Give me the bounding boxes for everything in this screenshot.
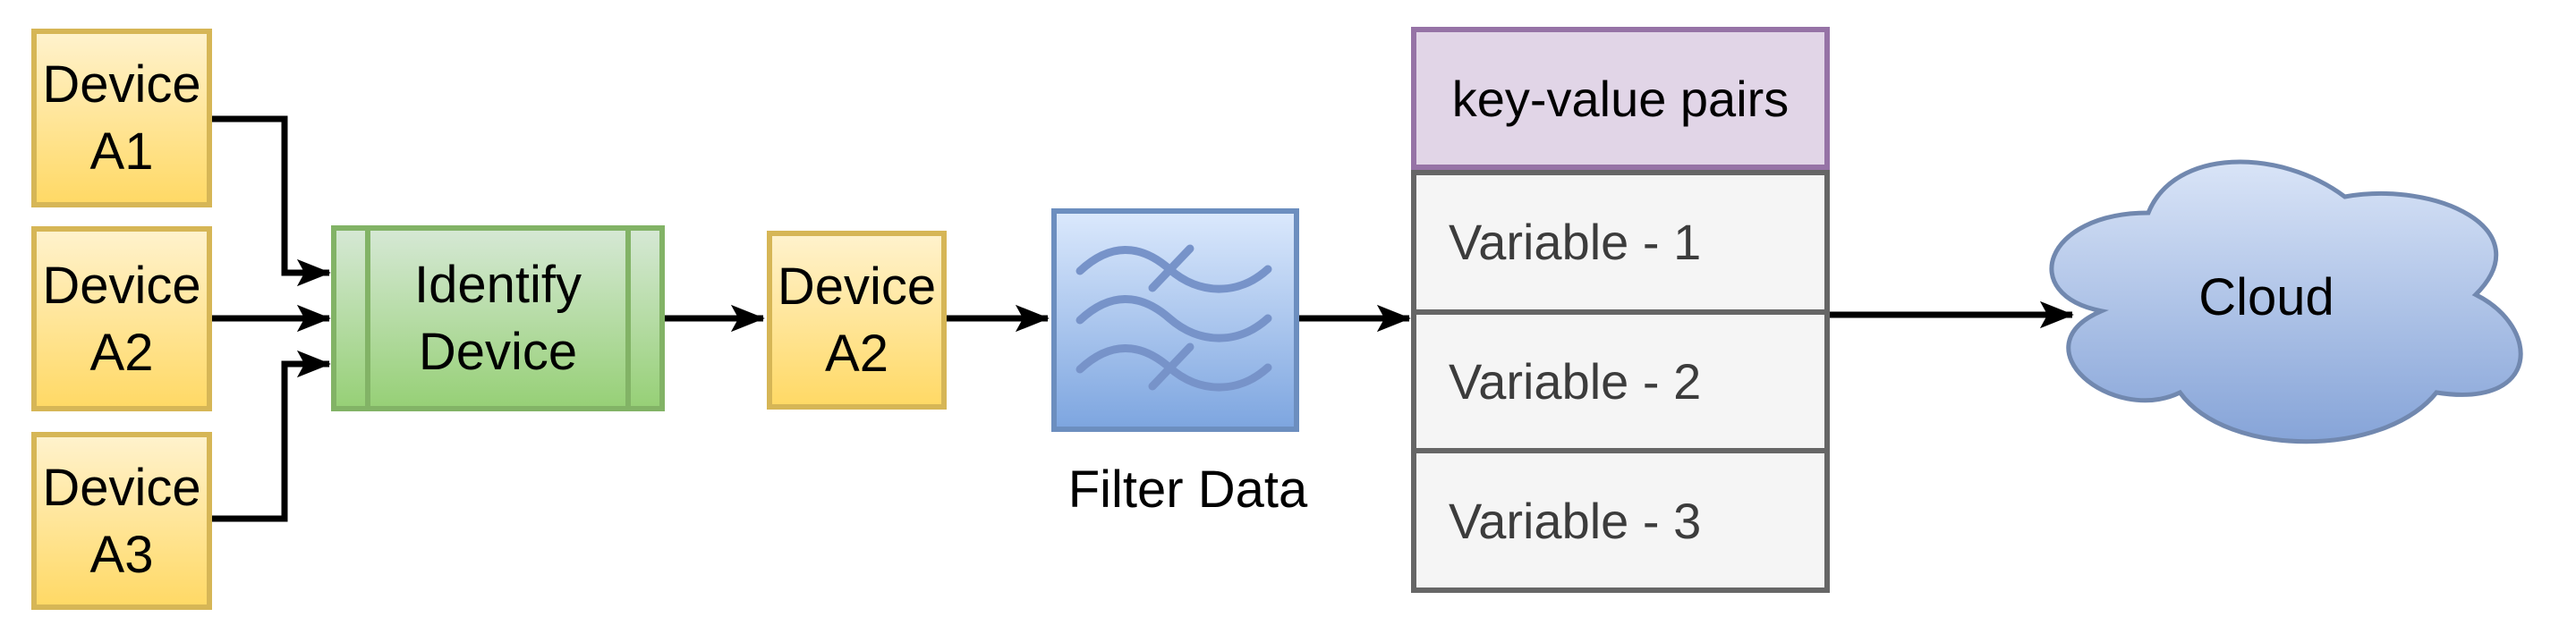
device-a2-node: Device A2	[31, 226, 212, 411]
filter-data-label: Filter Data	[1067, 461, 1308, 519]
selected-device-a2-node: Device A2	[767, 231, 947, 410]
process-side-bar-right	[625, 231, 631, 406]
variable-3-label: Variable - 3	[1449, 492, 1702, 549]
cloud-label: Cloud	[2198, 268, 2334, 326]
table-row: Variable - 3	[1416, 448, 1824, 588]
device-a1-label: Device A1	[42, 55, 201, 181]
identify-device-label: Identify Device	[414, 256, 582, 381]
device-a3-label: Device A3	[42, 458, 201, 584]
variable-2-label: Variable - 2	[1449, 353, 1702, 410]
selected-device-a2-label: Device A2	[777, 258, 937, 383]
device-a1-node: Device A1	[31, 29, 212, 207]
identify-device-process-node: Identify Device	[331, 225, 665, 411]
kv-table-header: key-value pairs	[1411, 27, 1830, 170]
kv-table-header-label: key-value pairs	[1451, 70, 1790, 127]
process-side-bar-left	[365, 231, 370, 406]
kv-table: Variable - 1 Variable - 2 Variable - 3	[1411, 170, 1830, 593]
filter-data-node	[1051, 208, 1299, 432]
device-a2-label: Device A2	[42, 256, 201, 382]
table-row: Variable - 1	[1416, 175, 1824, 309]
device-a3-node: Device A3	[31, 432, 212, 610]
variable-1-label: Variable - 1	[1449, 214, 1702, 271]
table-row: Variable - 2	[1416, 309, 1824, 449]
connector-a1-to-identify	[212, 115, 331, 287]
connector-a3-to-identify	[212, 350, 331, 522]
